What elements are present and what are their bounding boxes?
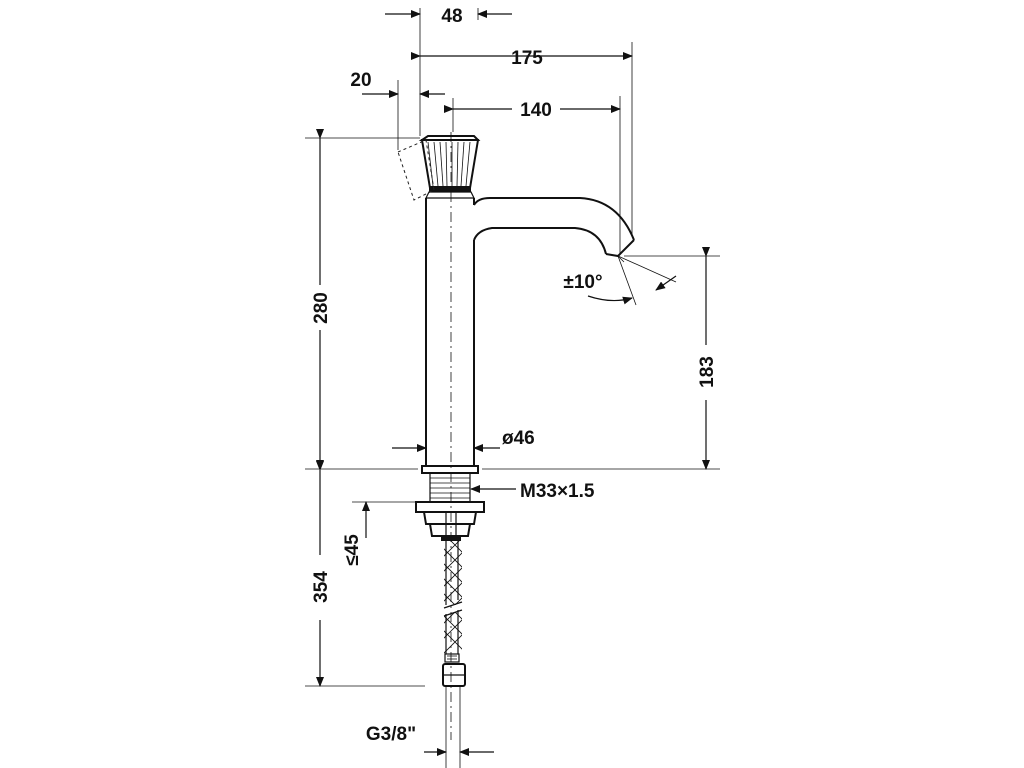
dim-label-140: 140 <box>520 100 552 121</box>
dim-label-48: 48 <box>441 6 462 27</box>
dim-label-175: 175 <box>511 48 543 69</box>
dimension-lines <box>305 8 720 756</box>
dim-label-deck-thickness: ≤45 <box>342 534 363 566</box>
dim-label-20: 20 <box>350 70 371 91</box>
spout <box>473 197 635 263</box>
base-flange <box>415 465 485 541</box>
dimension-labels: 48 175 20 140 280 ±10° 183 ø46 M33×1.5 ≤… <box>311 6 718 745</box>
dim-label-tilt: ±10° <box>563 272 602 293</box>
dim-label-hose-connection: G3/8" <box>366 724 416 745</box>
handle-swing-outline <box>397 139 435 201</box>
dim-label-diameter: ø46 <box>502 428 535 449</box>
faucet-outline <box>397 132 635 768</box>
faucet-column <box>425 132 475 740</box>
braided-hose <box>442 540 466 768</box>
dim-label-thread: M33×1.5 <box>520 481 595 502</box>
dim-label-354: 354 <box>311 571 332 603</box>
handle-knob <box>418 135 481 199</box>
dim-label-183: 183 <box>697 356 718 388</box>
dim-label-280: 280 <box>311 292 332 324</box>
